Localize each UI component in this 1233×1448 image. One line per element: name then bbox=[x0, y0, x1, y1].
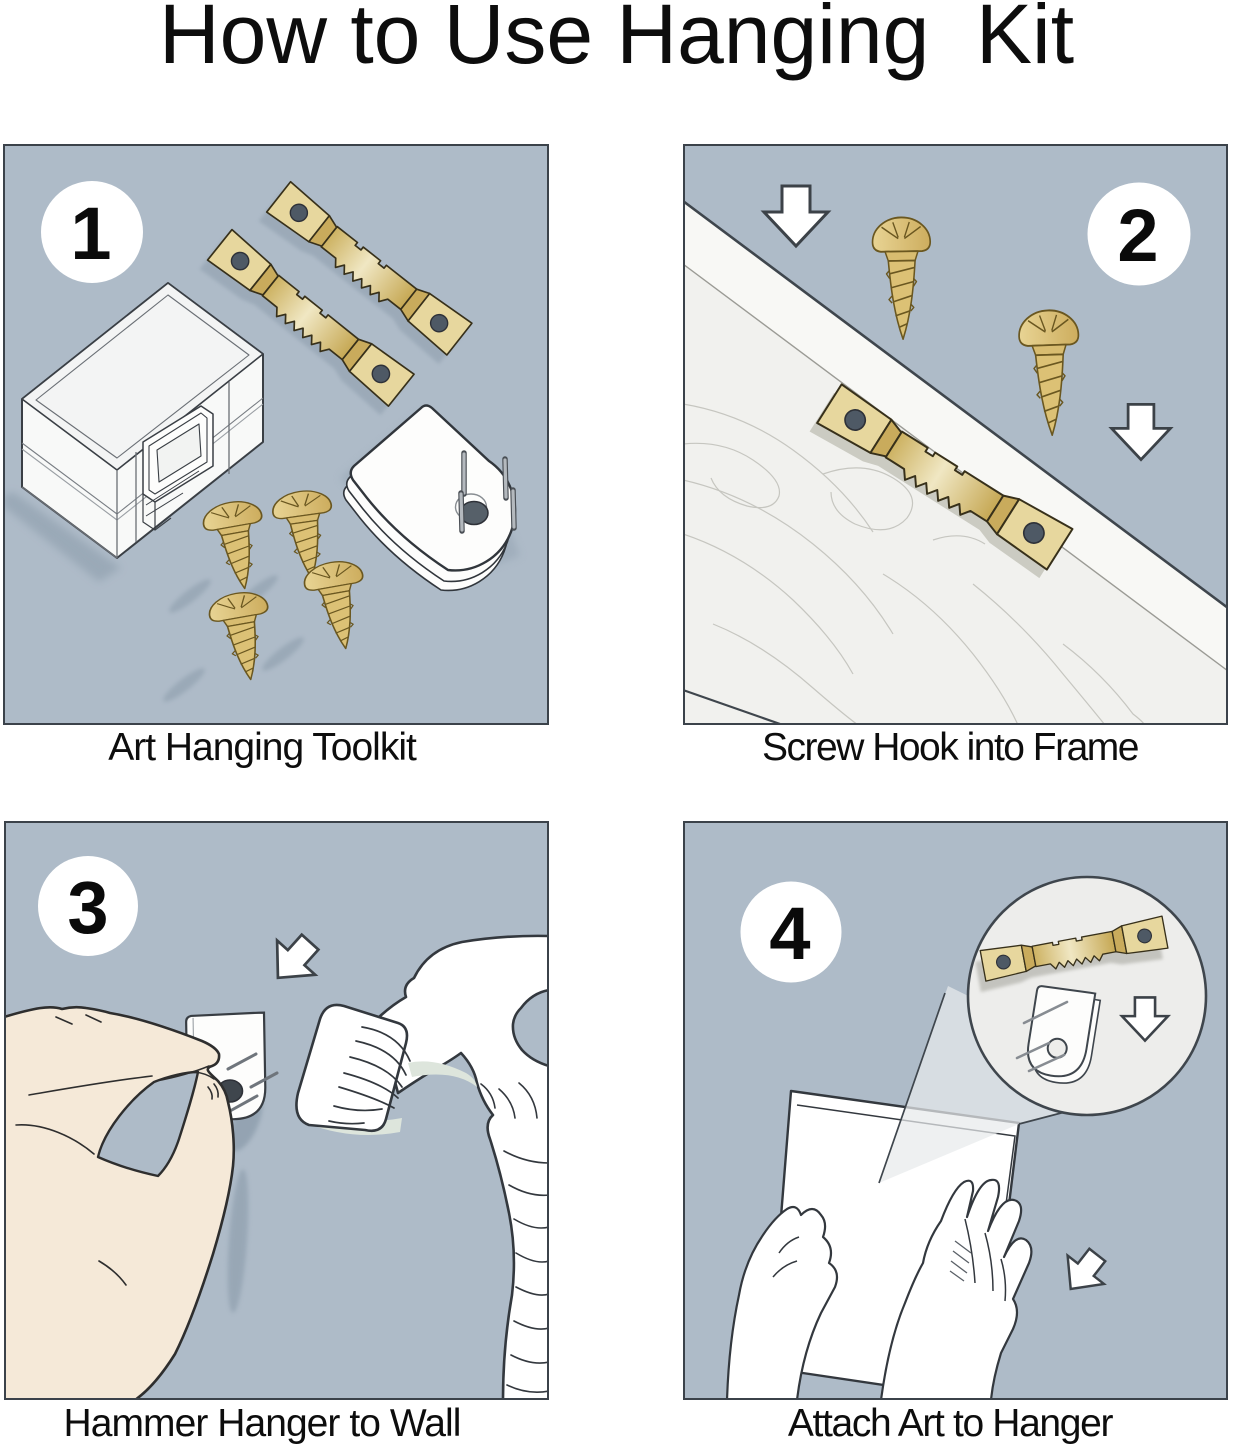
svg-text:2: 2 bbox=[1117, 194, 1158, 277]
svg-text:3: 3 bbox=[67, 866, 108, 949]
svg-text:4: 4 bbox=[769, 892, 810, 975]
svg-text:1: 1 bbox=[70, 192, 111, 275]
